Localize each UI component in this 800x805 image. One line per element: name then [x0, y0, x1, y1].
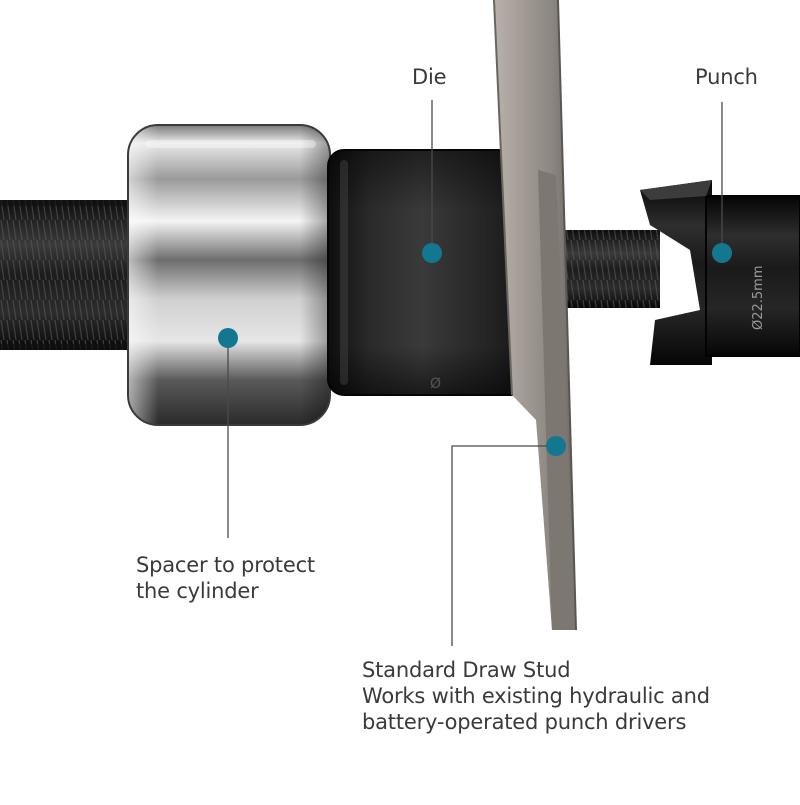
draw-stud-label-line-3: battery-operated punch drivers: [362, 710, 687, 734]
spacer-label-line-1: Spacer to protect: [136, 553, 315, 577]
spacer-cylinder: [127, 124, 331, 426]
draw-stud-marker: [546, 436, 566, 456]
center-threaded-stud: [560, 230, 660, 308]
punch-marker: [712, 243, 732, 263]
die-label: Die: [412, 65, 447, 89]
punch-size-engraving: Ø22.5mm: [751, 265, 766, 330]
left-threaded-stud: [0, 200, 140, 350]
draw-stud-label-line-1: Standard Draw Stud: [362, 658, 571, 682]
punch-label: Punch: [695, 65, 758, 89]
die-marker: [422, 243, 442, 263]
punch-body: Ø22.5mm: [640, 180, 800, 365]
spacer-label: Spacer to protect the cylinder: [136, 552, 315, 604]
draw-stud-leader-line: [451, 445, 556, 646]
spacer-label-line-2: the cylinder: [136, 579, 259, 603]
draw-stud-label: Standard Draw Stud Works with existing h…: [362, 657, 710, 735]
draw-stud-label-line-2: Works with existing hydraulic and: [362, 684, 710, 708]
die-engraving: Ø: [430, 376, 441, 392]
spacer-marker: [218, 328, 238, 348]
metal-plate: [493, 0, 577, 631]
die-cylinder: Ø: [327, 149, 537, 396]
